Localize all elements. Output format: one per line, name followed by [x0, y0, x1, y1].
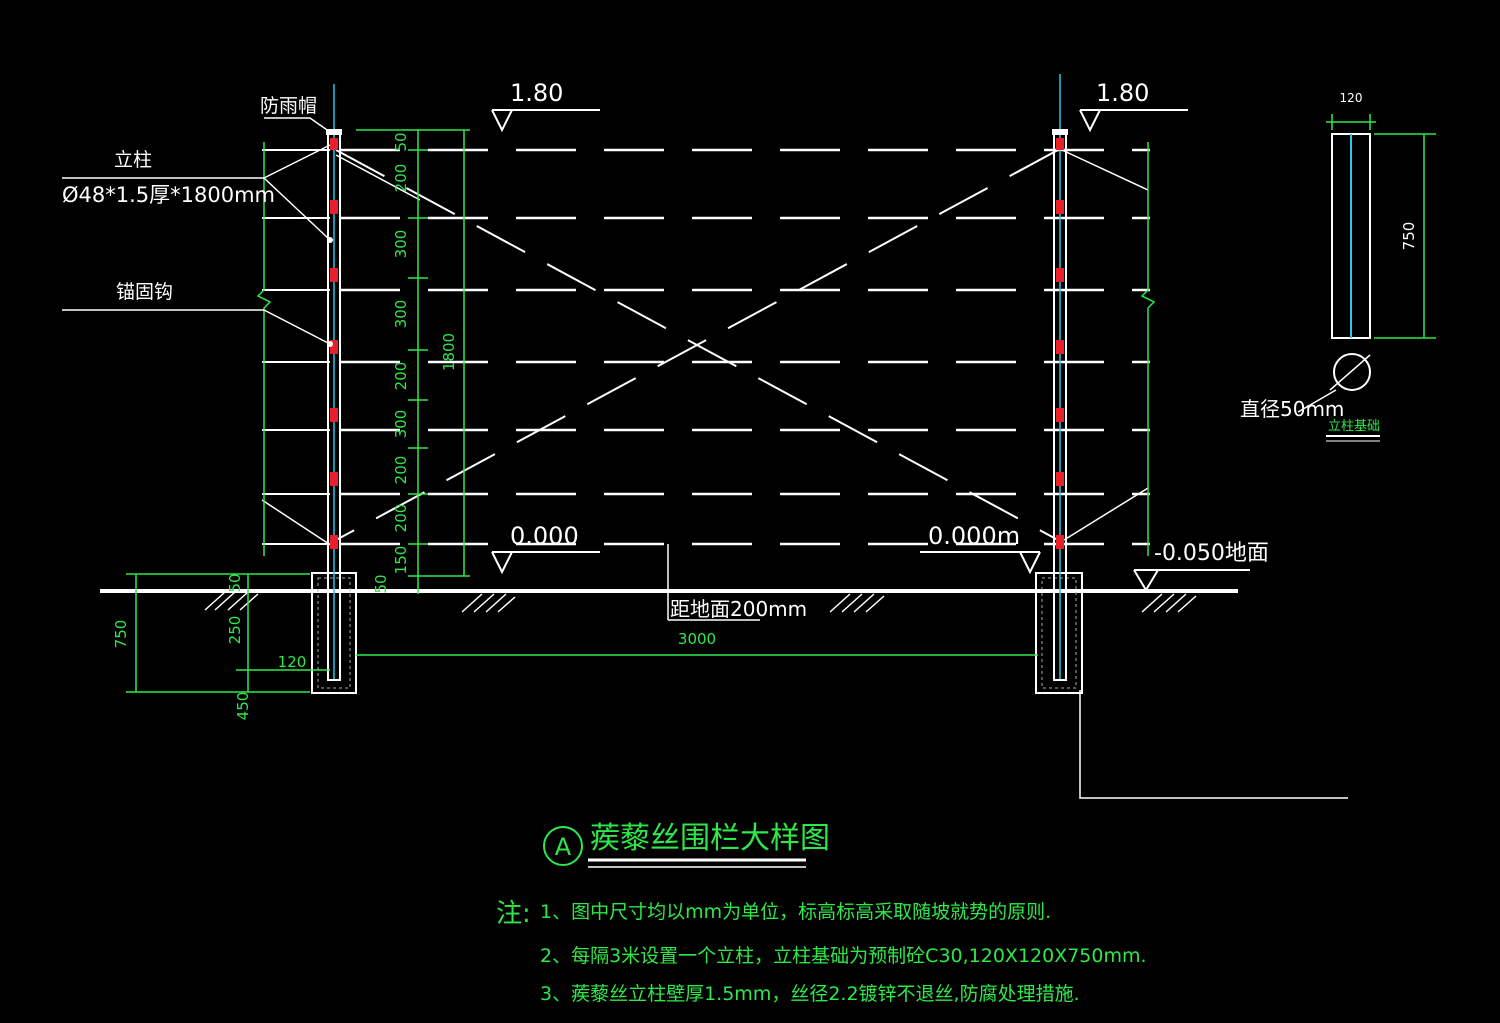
- label-rain-cap: 防雨帽: [260, 95, 317, 117]
- title-text: 蒺藜丝围栏大样图: [590, 821, 830, 856]
- level-zero-right: 0.000m: [928, 522, 1020, 550]
- post-detail: [1297, 114, 1436, 442]
- dim-seg-5: 300: [392, 410, 410, 439]
- break-lines: [256, 142, 1156, 556]
- note-3: 3、蒺藜丝立柱壁厚1.5mm，丝径2.2镀锌不退丝,防腐处理措施.: [540, 983, 1080, 1005]
- left-post: [326, 84, 342, 681]
- dim-foundation-top: 50: [226, 573, 244, 592]
- dim-span: 3000: [678, 630, 716, 648]
- note-2: 2、每隔3米设置一个立柱，立柱基础为预制砼C30,120X120X750mm.: [540, 945, 1147, 967]
- label-post-foundation: 立柱基础: [1328, 419, 1380, 434]
- dim-foundation-lower: 450: [234, 692, 252, 721]
- level-top-left: 1.80: [510, 79, 563, 107]
- dim-foundation-depth: 750: [112, 620, 130, 649]
- leader-dot-hook: [327, 341, 333, 347]
- note-1: 1、图中尺寸均以mm为单位，标高标高采取随坡就势的原则.: [540, 901, 1051, 923]
- dim-seg-4: 200: [392, 362, 410, 391]
- ground-hatch: [204, 591, 1197, 613]
- detail-width: 120: [1340, 91, 1363, 105]
- barbed-wire-lines: [340, 148, 1150, 546]
- dim-foundation-width: 120: [278, 653, 307, 671]
- label-post: 立柱: [114, 149, 152, 171]
- wire-left-extension: [262, 149, 330, 545]
- ground-distance-label: 距地面200mm: [670, 597, 807, 621]
- notes: 注: 1、图中尺寸均以mm为单位，标高标高采取随坡就势的原则. 2、每隔3米设置…: [496, 899, 1147, 1005]
- level-symbols: [491, 109, 1250, 592]
- leaders-left: [62, 117, 1348, 799]
- drawing-title: A 蒺藜丝围栏大样图: [543, 821, 830, 868]
- level-zero-left: 0.000: [510, 522, 579, 550]
- dim-seg-9: 50: [372, 574, 390, 593]
- detail-height: 750: [1400, 222, 1418, 251]
- dim-seg-1: 200: [392, 164, 410, 193]
- level-top-right: 1.80: [1096, 79, 1149, 107]
- level-ground: -0.050地面: [1154, 541, 1269, 566]
- dim-seg-8: 150: [392, 546, 410, 575]
- label-anchor-hook: 锚固钩: [116, 281, 173, 303]
- dimension-chain-left: [356, 129, 470, 594]
- right-foundation: [1035, 572, 1083, 694]
- cross-bracing: [335, 149, 1059, 541]
- ground-distance-leader: [667, 544, 760, 621]
- dim-seg-0: 50: [392, 132, 410, 151]
- title-marker: A: [555, 833, 572, 861]
- leader-dot-post: [327, 237, 333, 243]
- label-diameter: 直径50mm: [1240, 397, 1344, 421]
- foundation-dimensions: [126, 573, 1038, 693]
- dim-seg-6: 200: [392, 456, 410, 485]
- notes-prefix: 注:: [496, 899, 531, 929]
- dim-total-height: 1800: [440, 333, 458, 371]
- dim-seg-7: 200: [392, 504, 410, 533]
- label-post-spec: Ø48*1.5厚*1800mm: [62, 183, 275, 207]
- dim-seg-3: 300: [392, 300, 410, 329]
- segment-labels: 50 200 300 300 200 300 200 200 150 50 18…: [372, 132, 458, 593]
- dim-foundation-upper: 250: [226, 616, 244, 645]
- side-bracing: [261, 149, 1149, 547]
- dim-seg-2: 300: [392, 230, 410, 259]
- right-post: [1052, 74, 1068, 681]
